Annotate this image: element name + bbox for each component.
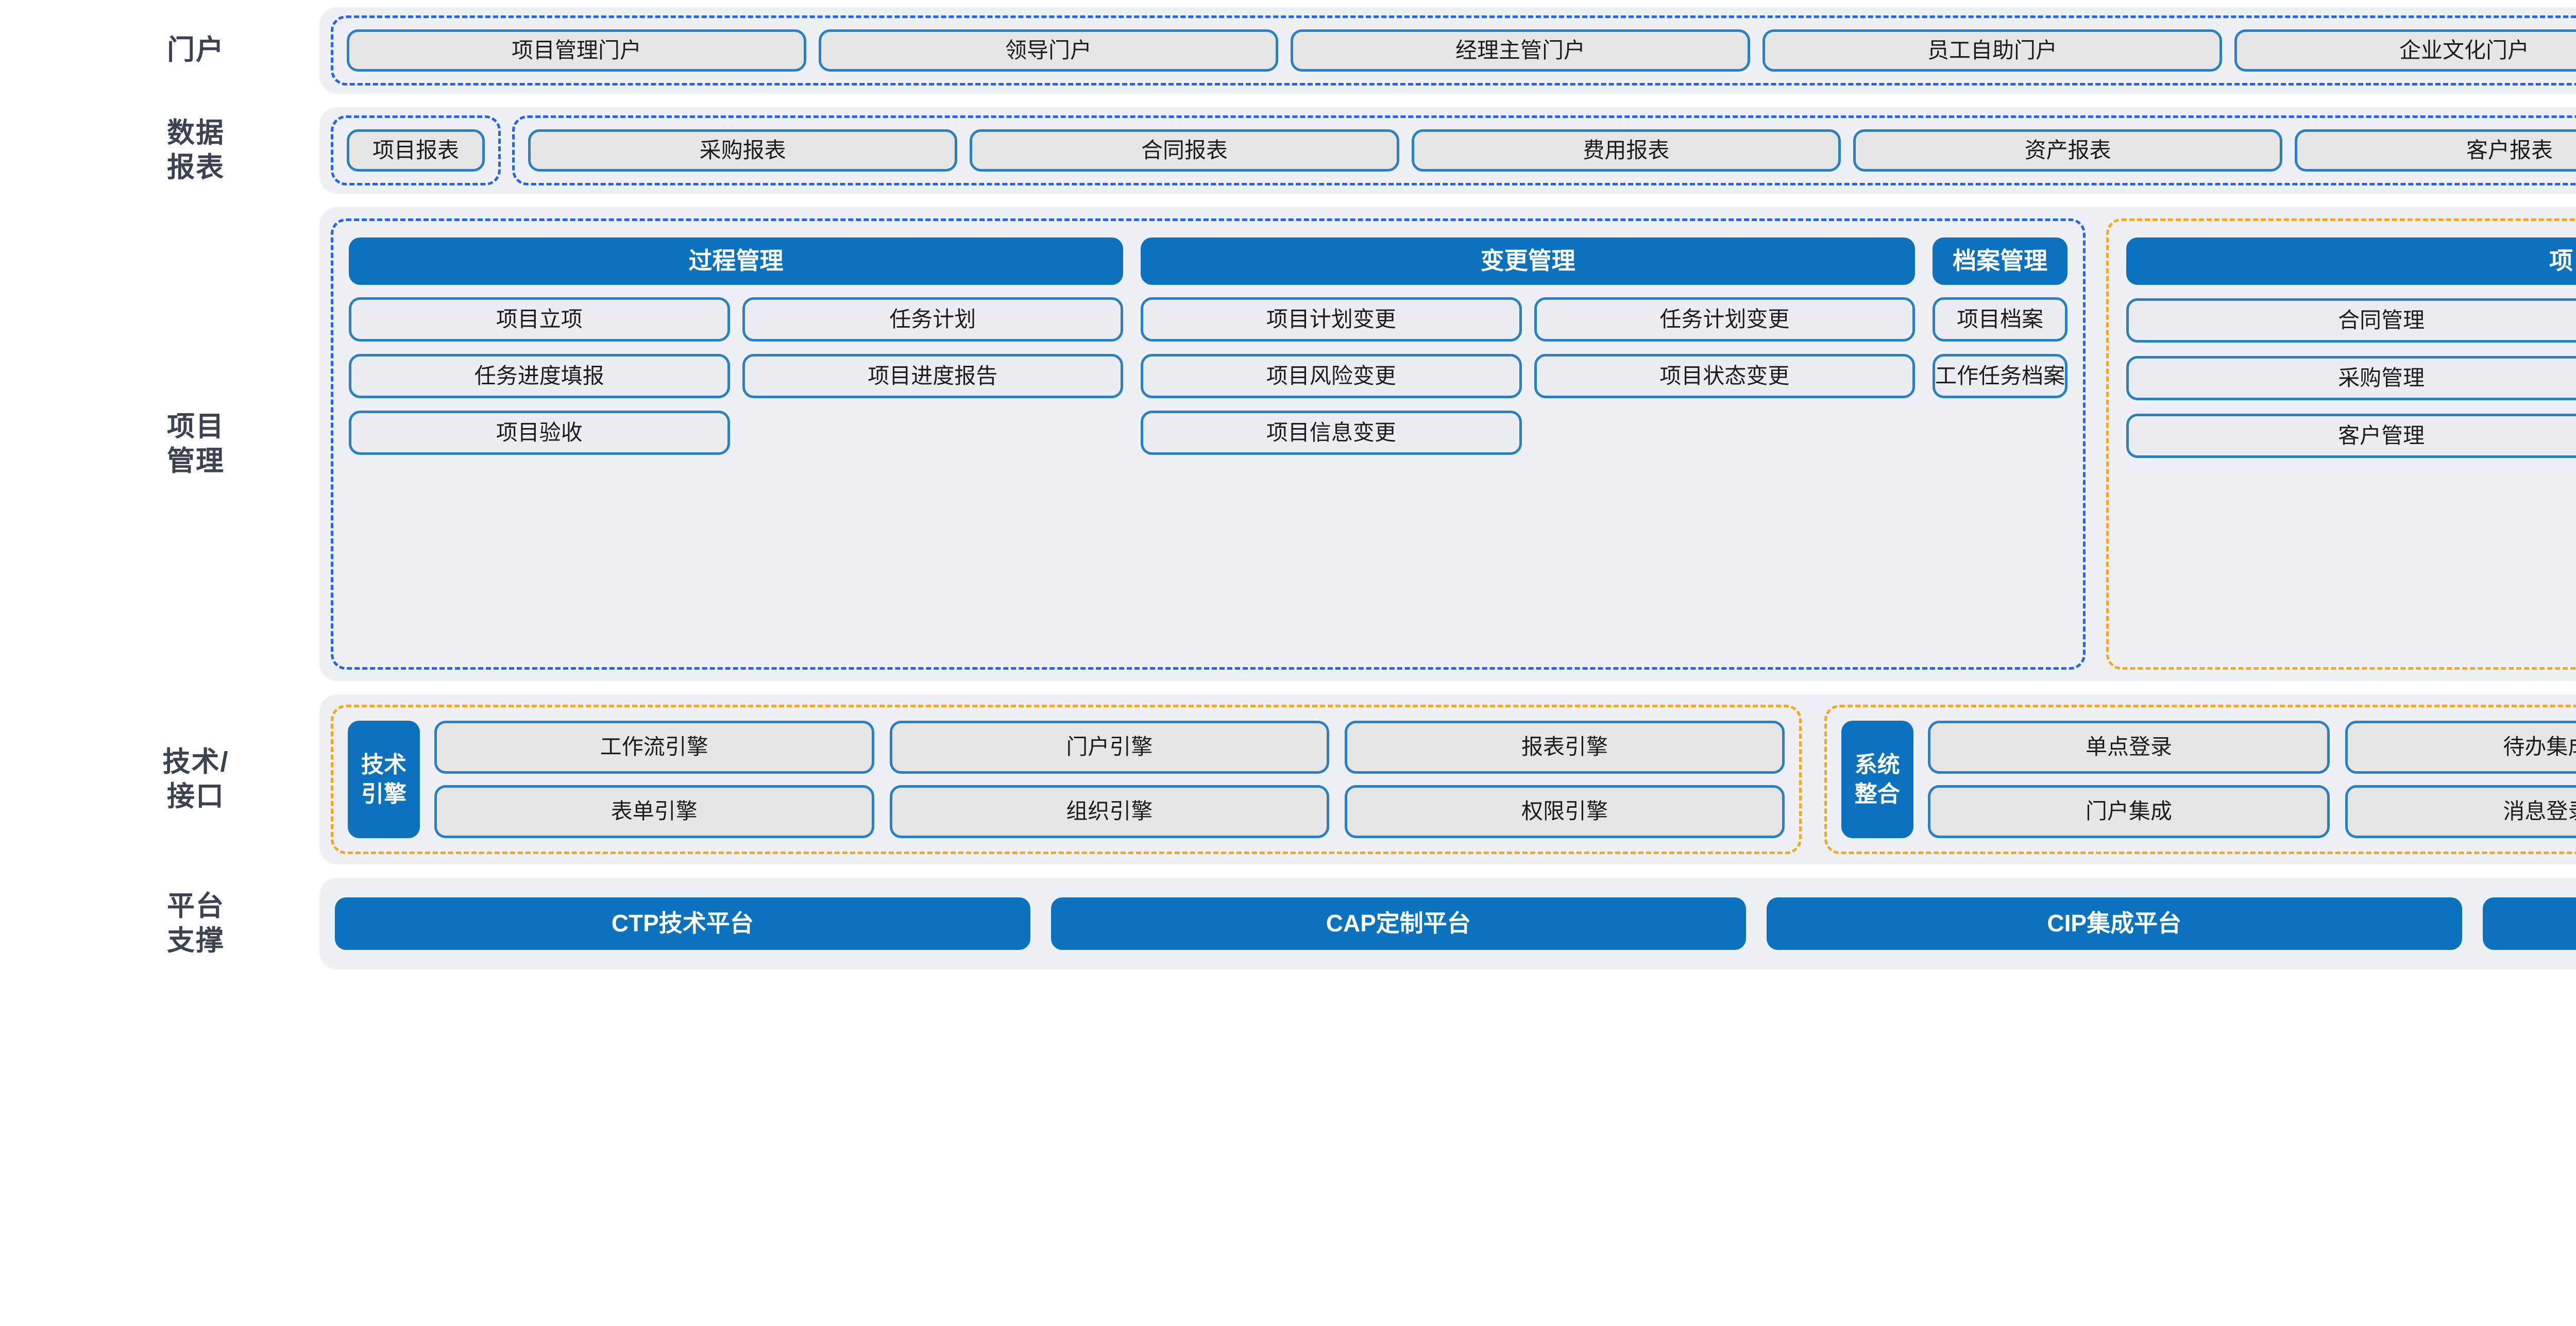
pm-related-app-item[interactable]: 合同管理 bbox=[2126, 298, 2576, 343]
pm-process-item[interactable]: 任务进度填报 bbox=[349, 354, 730, 398]
tech-engine-item[interactable]: 表单引擎 bbox=[434, 785, 874, 838]
reports-primary-group: 项目报表 bbox=[331, 115, 501, 185]
pm-process-column: 过程管理 项目立项 任务计划 任务进度填报 项目进度报告 项目验收 bbox=[349, 237, 1124, 455]
tech-engine-title[interactable]: 技术 引擎 bbox=[348, 721, 420, 838]
pm-change-item[interactable]: 项目状态变更 bbox=[1534, 354, 1916, 398]
report-item[interactable]: 客户报表 bbox=[2295, 129, 2576, 172]
tech-engine-group: 技术 引擎 工作流引擎 门户引擎 报表引擎 表单引擎 组织引擎 权限引擎 bbox=[331, 705, 1802, 854]
pm-change-item[interactable]: 任务计划变更 bbox=[1534, 297, 1916, 342]
system-integration-item[interactable]: 待办集成 bbox=[2345, 721, 2576, 774]
portal-item[interactable]: 经理主管门户 bbox=[1291, 29, 1750, 72]
tech-engine-items: 工作流引擎 门户引擎 报表引擎 表单引擎 组织引擎 权限引擎 bbox=[434, 721, 1785, 838]
row-project-management: 项目 管理 过程管理 项目立项 任务计划 任务进度填报 项目进度报告 项目验收 … bbox=[167, 207, 2576, 681]
platform-item[interactable]: CIP集成平台 bbox=[1767, 897, 2462, 950]
system-integration-item[interactable]: 门户集成 bbox=[1927, 785, 2330, 838]
pm-related-app-item[interactable]: 客户管理 bbox=[2126, 414, 2576, 458]
platform-item[interactable]: CDP数据平台 bbox=[2482, 897, 2576, 950]
pm-archive-column: 档案管理 项目档案 工作任务档案 bbox=[1933, 237, 2068, 398]
report-item-primary[interactable]: 项目报表 bbox=[347, 129, 485, 172]
portal-item[interactable]: 企业文化门户 bbox=[2234, 29, 2576, 72]
pm-process-item[interactable]: 项目立项 bbox=[349, 297, 730, 342]
tech-engine-item[interactable]: 权限引擎 bbox=[1345, 785, 1785, 838]
pm-process-item[interactable]: 任务计划 bbox=[742, 297, 1124, 342]
row-platform-support: 平台 支撑 CTP技术平台 CAP定制平台 CIP集成平台 CDP数据平台 bbox=[167, 878, 2576, 970]
row-portal: 门户 项目管理门户 领导门户 经理主管门户 员工自助门户 企业文化门户 ....… bbox=[167, 7, 2576, 94]
row-label-project-management: 项目 管理 bbox=[167, 411, 225, 477]
row-label-data-reports: 数据 报表 bbox=[167, 117, 225, 183]
pm-change-column: 变更管理 项目计划变更 任务计划变更 项目风险变更 项目状态变更 项目信息变更 bbox=[1141, 237, 1916, 455]
pm-related-apps-items: 合同管理 费控管理 采购管理 资产管理 客户管理 · · · bbox=[2126, 298, 2576, 458]
row-label-technical-interface: 技术/ 接口 bbox=[162, 746, 229, 812]
pm-change-item[interactable]: 项目计划变更 bbox=[1141, 297, 1522, 342]
pm-related-apps-group: 项目管理相关应用 合同管理 费控管理 采购管理 资产管理 客户管理 · · · bbox=[2106, 218, 2576, 670]
portal-group: 项目管理门户 领导门户 经理主管门户 员工自助门户 企业文化门户 ...... bbox=[331, 15, 2576, 86]
pm-core-group: 过程管理 项目立项 任务计划 任务进度填报 项目进度报告 项目验收 变更管理 项… bbox=[331, 218, 2086, 670]
pm-archive-item[interactable]: 工作任务档案 bbox=[1933, 354, 2068, 398]
portal-item[interactable]: 员工自助门户 bbox=[1762, 29, 2222, 72]
system-integration-item[interactable]: 单点登录 bbox=[1927, 721, 2330, 774]
platform-item[interactable]: CAP定制平台 bbox=[1050, 897, 1746, 950]
pm-change-items: 项目计划变更 任务计划变更 项目风险变更 项目状态变更 项目信息变更 bbox=[1141, 297, 1916, 455]
portal-item[interactable]: 领导门户 bbox=[819, 29, 1278, 72]
platform-item[interactable]: CTP技术平台 bbox=[335, 897, 1030, 950]
pm-related-apps-title[interactable]: 项目管理相关应用 bbox=[2126, 237, 2576, 285]
row-label-portal: 门户 bbox=[167, 35, 225, 66]
main-column: 门户 项目管理门户 领导门户 经理主管门户 员工自助门户 企业文化门户 ....… bbox=[0, 7, 2576, 1319]
pm-process-items: 项目立项 任务计划 任务进度填报 项目进度报告 项目验收 bbox=[349, 297, 1124, 455]
tech-engine-item[interactable]: 报表引擎 bbox=[1345, 721, 1785, 774]
system-integration-group: 系统 整合 单点登录 待办集成 报表集成 门户集成 消息登录 流程集成 bbox=[1824, 705, 2576, 854]
report-item[interactable]: 资产报表 bbox=[1853, 129, 2283, 172]
pm-change-item[interactable]: 项目信息变更 bbox=[1141, 411, 1522, 455]
pm-change-item[interactable]: 项目风险变更 bbox=[1141, 354, 1522, 398]
tech-engine-item[interactable]: 工作流引擎 bbox=[434, 721, 874, 774]
tech-engine-item[interactable]: 组织引擎 bbox=[889, 785, 1330, 838]
pm-change-title[interactable]: 变更管理 bbox=[1141, 237, 1916, 285]
tech-engine-item[interactable]: 门户引擎 bbox=[889, 721, 1330, 774]
pm-process-item[interactable]: 项目进度报告 bbox=[742, 354, 1124, 398]
pm-process-title[interactable]: 过程管理 bbox=[349, 237, 1124, 285]
portal-item[interactable]: 项目管理门户 bbox=[347, 29, 806, 72]
pm-related-app-item[interactable]: 采购管理 bbox=[2126, 356, 2576, 400]
row-data-reports: 数据 报表 项目报表 采购报表 合同报表 费用报表 资产报表 客户报表 ....… bbox=[167, 107, 2576, 194]
system-integration-title[interactable]: 系统 整合 bbox=[1841, 721, 1913, 838]
system-integration-items: 单点登录 待办集成 报表集成 门户集成 消息登录 流程集成 bbox=[1927, 721, 2576, 838]
pm-archive-title[interactable]: 档案管理 bbox=[1933, 237, 2068, 285]
pm-process-item[interactable]: 项目验收 bbox=[349, 411, 730, 455]
report-item[interactable]: 采购报表 bbox=[528, 129, 958, 172]
report-item[interactable]: 费用报表 bbox=[1411, 129, 1841, 172]
row-label-platform-support: 平台 支撑 bbox=[167, 890, 225, 957]
row-technical-interface: 技术/ 接口 技术 引擎 工作流引擎 门户引擎 报表引擎 表单引擎 组织引擎 权… bbox=[162, 694, 2576, 864]
pm-archive-item[interactable]: 项目档案 bbox=[1933, 297, 2068, 342]
reports-group: 采购报表 合同报表 费用报表 资产报表 客户报表 ...... bbox=[512, 115, 2576, 185]
report-item[interactable]: 合同报表 bbox=[970, 129, 1399, 172]
system-integration-item[interactable]: 消息登录 bbox=[2345, 785, 2576, 838]
